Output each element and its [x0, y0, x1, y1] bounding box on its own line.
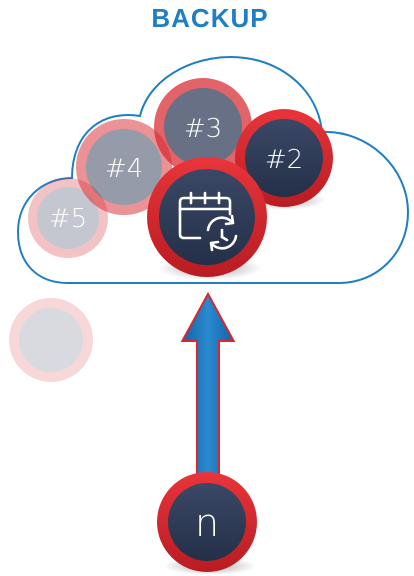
calendar-sync-icon — [178, 191, 238, 252]
node-4-label: #4 — [105, 154, 143, 184]
diagram-title: BACKUP — [151, 3, 268, 33]
backup-node-4: #4 — [76, 119, 172, 215]
backup-node-current — [147, 157, 267, 280]
source-node-label: n — [195, 501, 219, 545]
node-5-label: #5 — [49, 204, 87, 234]
node-3-label: #3 — [184, 114, 222, 144]
backup-node-3: #3 — [154, 78, 252, 176]
ghost-node — [9, 298, 93, 382]
node-2-label: #2 — [265, 145, 303, 175]
upload-arrow — [180, 291, 236, 484]
source-node: n — [157, 472, 257, 575]
cloud-shape — [16, 56, 410, 284]
